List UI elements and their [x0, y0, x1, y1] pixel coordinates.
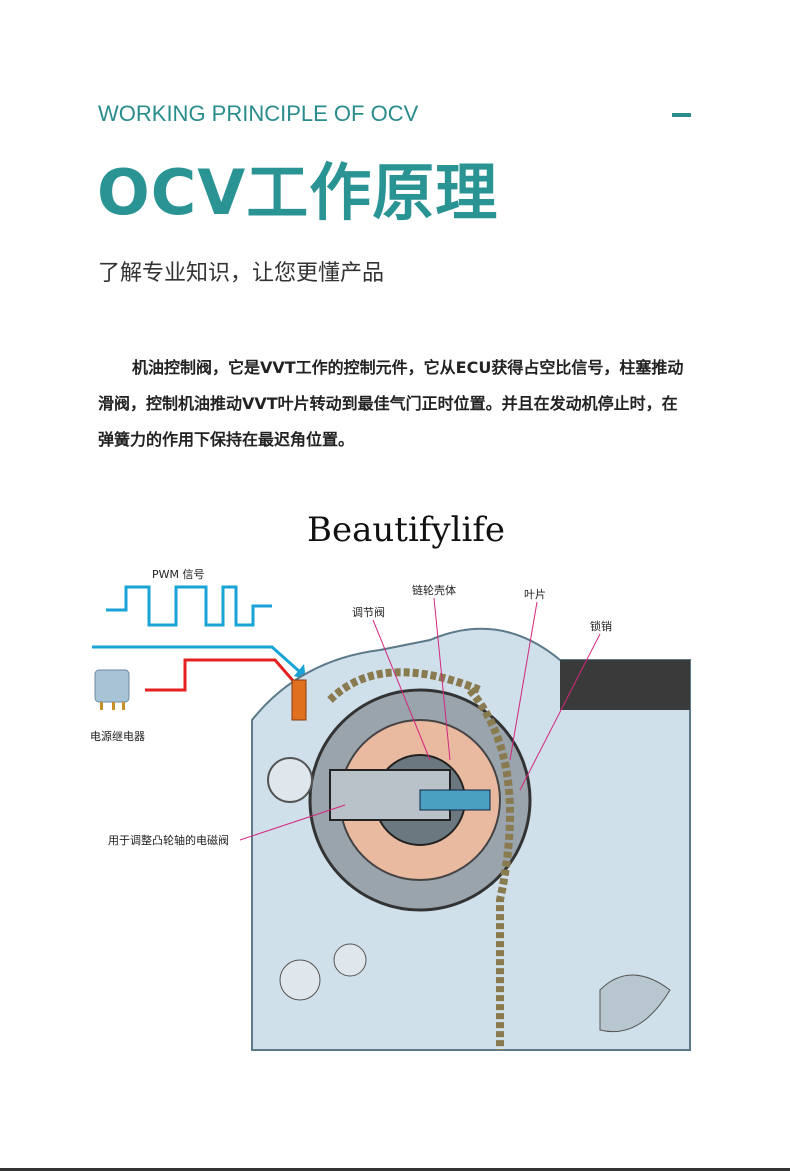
bottom-divider [0, 1168, 790, 1171]
solenoid-label: 用于调整凸轮轴的电磁阀 [108, 834, 229, 847]
decorative-dash [672, 113, 691, 117]
pwm-signal-label: PWM 信号 [152, 568, 205, 581]
english-title: WORKING PRINCIPLE OF OCV [98, 101, 419, 126]
description-paragraph: 机油控制阀，它是VVT工作的控制元件，它从ECU获得占空比信号，柱塞推动滑阀，控… [98, 358, 684, 449]
signal-line-red [145, 658, 297, 692]
relay-label: 电源继电器 [90, 730, 145, 743]
lock-pin-label: 锁销 [590, 620, 612, 633]
vane-label: 叶片 [524, 588, 546, 601]
pwm-waveform [106, 585, 272, 627]
page-subtitle: 了解专业知识，让您更懂产品 [98, 261, 385, 286]
relay-icon [94, 669, 130, 703]
brand-watermark: Beautifylife [307, 510, 506, 550]
signal-line-blue [92, 645, 301, 674]
page-title: OCV工作原理 [97, 156, 499, 229]
regulating-valve-label: 调节阀 [352, 606, 385, 619]
sprocket-housing-label: 链轮壳体 [412, 584, 456, 597]
